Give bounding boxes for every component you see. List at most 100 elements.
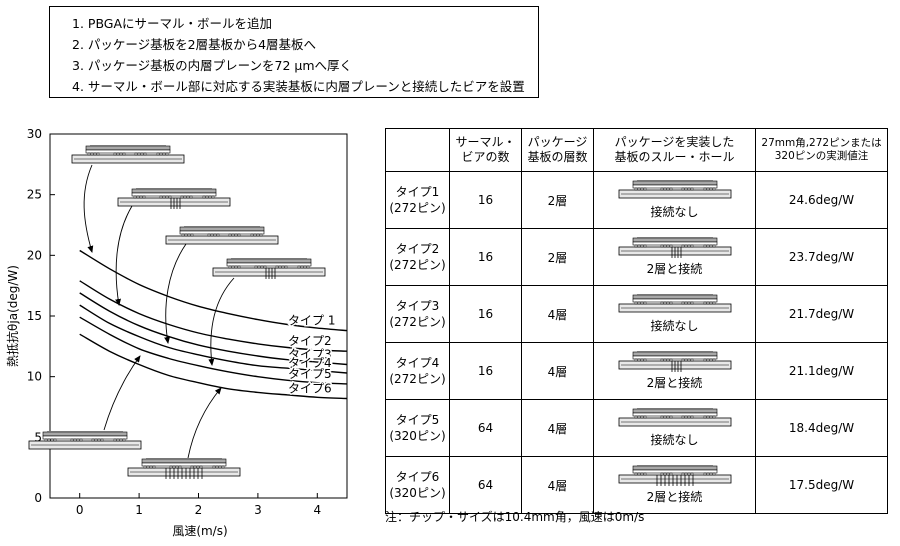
package-illustration-type3	[165, 225, 279, 245]
package-illustration-type2	[118, 188, 230, 209]
vias-value: 16	[477, 193, 494, 207]
package-illustration-type4	[213, 258, 325, 279]
through-hole-caption: 接続なし	[650, 205, 699, 219]
table-cell-vias: 16	[449, 228, 522, 286]
package-cross-section-icon	[618, 408, 731, 427]
table-cell-through: 接続なし	[593, 171, 756, 229]
table-header-cell: パッケージを実装した 基板のスルー・ホール	[593, 128, 756, 172]
x-tick-label: 4	[313, 503, 321, 517]
table-cell-vias: 16	[449, 285, 522, 343]
series-line	[79, 292, 348, 366]
vias-value: 64	[477, 421, 494, 435]
table-cell-vias: 64	[449, 456, 522, 514]
table-cell-type: タイプ2 (272ピン)	[385, 228, 450, 286]
table-cell-vias: 64	[449, 399, 522, 457]
table-row: タイプ5 (320ピン) 64 4層接続なし 18.4deg/W	[385, 399, 888, 457]
vias-value: 64	[477, 478, 494, 492]
type-label: タイプ6 (320ピン)	[389, 470, 446, 500]
table-header-cell: サーマル・ ビアの数	[449, 128, 522, 172]
series-label: タイプ4	[288, 356, 332, 370]
y-tick-label: 0	[34, 491, 42, 505]
x-tick-label: 2	[195, 503, 203, 517]
note-item: 4. サーマル・ボール部に対応する実装基板に内層プレーンと接続したビアを設置	[72, 79, 525, 94]
table-cell-layers: 2層	[521, 171, 594, 229]
table-row: タイプ1 (272ピン) 16 2層接続なし 24.6deg/W	[385, 171, 888, 229]
series-lines	[79, 249, 348, 400]
table-cell-measured: 23.7deg/W	[755, 228, 888, 286]
type-label: タイプ1 (272ピン)	[389, 185, 446, 215]
table-header-cell: 27mm角,272ピンまたは 320ピンの実測値注	[755, 128, 888, 172]
series-line	[79, 249, 348, 332]
through-hole-caption: 接続なし	[650, 433, 699, 447]
note-item: 1. PBGAにサーマル・ボールを追加	[72, 16, 273, 31]
layers-value: 2層	[547, 193, 568, 208]
package-cross-section-icon	[618, 180, 731, 199]
table-cell-through: 2層と接続	[593, 456, 756, 514]
series-line	[79, 333, 348, 400]
layers-value: 4層	[547, 307, 568, 322]
package-cross-section-icon	[618, 351, 732, 373]
through-hole-caption: 2層と接続	[646, 490, 703, 504]
measured-value: 21.1deg/W	[788, 364, 855, 378]
table-cell-layers: 2層	[521, 228, 594, 286]
package-illustration-type6	[128, 458, 240, 479]
type-label: タイプ2 (272ピン)	[389, 242, 446, 272]
measured-value: 24.6deg/W	[788, 193, 855, 207]
y-tick-label: 10	[27, 370, 42, 384]
note-item: 3. パッケージ基板の内層プレーンを72 μmへ厚く	[72, 58, 353, 73]
y-tick-label: 25	[27, 188, 42, 202]
y-tick-label: 20	[27, 248, 42, 262]
table-cell-type: タイプ5 (320ピン)	[385, 399, 450, 457]
table-cell-layers: 4層	[521, 285, 594, 343]
package-cross-section-icon	[618, 237, 732, 259]
x-tick-label: 1	[135, 503, 143, 517]
table-cell-vias: 16	[449, 171, 522, 229]
x-tick-label: 0	[76, 503, 84, 517]
table-header-cell	[385, 128, 450, 172]
footnote: 注：チップ・サイズは10.4mm角，風速は0m/s	[385, 510, 645, 524]
layers-value: 4層	[547, 421, 568, 436]
table-row: タイプ2 (272ピン) 16 2層 2層と接続 23.7deg/W	[385, 228, 888, 286]
y-axis-label: 熱抵抗θja(deg/W)	[5, 265, 20, 367]
package-cross-section-icon	[618, 294, 731, 313]
table-cell-layers: 4層	[521, 399, 594, 457]
through-hole-caption: 2層と接続	[646, 262, 703, 276]
type-label: タイプ3 (272ピン)	[389, 299, 446, 329]
table-cell-measured: 21.7deg/W	[755, 285, 888, 343]
measured-value: 18.4deg/W	[788, 421, 855, 435]
x-axis-label: 風速(m/s)	[172, 524, 227, 538]
series-label: タイプ 1	[288, 314, 335, 328]
vias-value: 16	[477, 250, 494, 264]
x-tick-label: 3	[254, 503, 262, 517]
note-item: 2. パッケージ基板を2層基板から4層基板へ	[72, 37, 317, 52]
table-cell-type: タイプ3 (272ピン)	[385, 285, 450, 343]
type-label: タイプ5 (320ピン)	[389, 413, 446, 443]
series-line	[79, 304, 348, 374]
table-cell-measured: 21.1deg/W	[755, 342, 888, 400]
header-through-hole: パッケージを実装した 基板のスルー・ホール	[614, 135, 735, 164]
table-cell-type: タイプ4 (272ピン)	[385, 342, 450, 400]
header-layers: パッケージ 基板の層数	[527, 135, 588, 164]
y-tick-label: 30	[27, 127, 42, 141]
header-vias: サーマル・ ビアの数	[455, 135, 516, 164]
series-label: タイプ3	[288, 348, 332, 362]
table-cell-type: タイプ6 (320ピン)	[385, 456, 450, 514]
notes-box: 1. PBGAにサーマル・ボールを追加 2. パッケージ基板を2層基板から4層基…	[49, 6, 539, 98]
through-hole-caption: 接続なし	[650, 319, 699, 333]
through-hole-caption: 2層と接続	[646, 376, 703, 390]
table-cell-measured: 24.6deg/W	[755, 171, 888, 229]
x-axis: 0 1 2 3 4	[76, 493, 321, 517]
table-cell-measured: 18.4deg/W	[755, 399, 888, 457]
layers-value: 2層	[547, 250, 568, 265]
table-cell-layers: 4層	[521, 456, 594, 514]
package-cross-section-icon	[618, 465, 732, 487]
layers-value: 4層	[547, 478, 568, 493]
series-line	[79, 316, 348, 385]
layers-value: 4層	[547, 364, 568, 379]
comparison-table: サーマル・ ビアの数 パッケージ 基板の層数 パッケージを実装した 基板のスルー…	[385, 128, 888, 514]
series-label: タイプ2	[288, 334, 332, 348]
